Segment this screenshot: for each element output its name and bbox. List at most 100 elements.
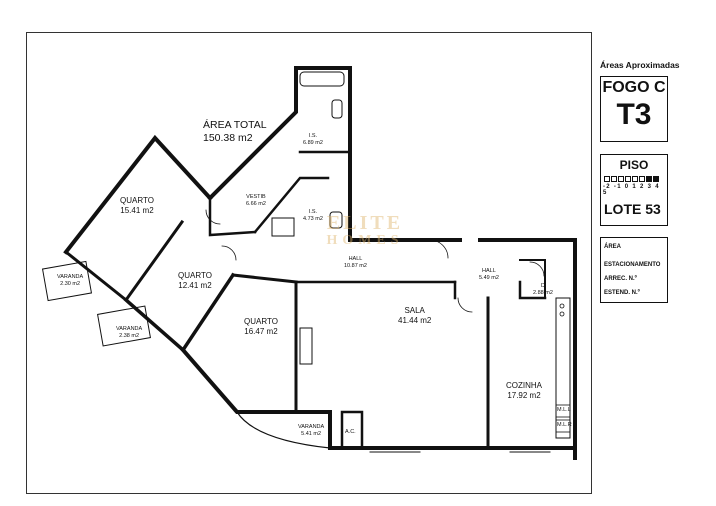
room-name: I.S. xyxy=(308,209,318,215)
room-name: VESTIB xyxy=(246,194,266,200)
total-area-block: ÁREA TOTAL 150.38 m2 xyxy=(203,119,267,145)
piso-level-square xyxy=(639,176,645,182)
estend-label: ESTEND. N.º xyxy=(604,290,640,296)
room-hall-2: HALL 5.49 m2 xyxy=(479,268,499,282)
bathtub xyxy=(299,71,345,87)
room-area: 2.30 m2 xyxy=(60,281,81,287)
estacionamento-label: ESTACIONAMENTO xyxy=(604,262,661,268)
varanda-curve xyxy=(236,411,331,449)
lote-label: LOTE 53 xyxy=(604,201,661,217)
watermark-line-1: ELITE xyxy=(326,212,404,234)
kitchen-hob-1 xyxy=(559,303,565,309)
room-area: 2.38 m2 xyxy=(119,333,140,339)
room-area: 15.41 m2 xyxy=(120,206,154,215)
room-name: VARANDA xyxy=(116,326,143,332)
room-area: 17.92 m2 xyxy=(507,391,541,400)
wall-ac xyxy=(340,410,364,450)
room-name: COZINHA xyxy=(506,381,542,390)
appliance-mlr xyxy=(555,419,571,433)
watermark-logo: ELITE HOMES xyxy=(300,212,430,248)
room-area: 6.66 m2 xyxy=(246,201,266,207)
ac-label: A.C. xyxy=(345,429,356,435)
tipologia-label: T3 xyxy=(616,98,652,131)
washbasin-2 xyxy=(329,211,343,229)
room-quarto-1: QUARTO 15.41 m2 xyxy=(120,196,154,216)
room-area: 2.88 m2 xyxy=(533,290,553,296)
wall-left-bottom xyxy=(180,347,292,414)
wall-vestib xyxy=(208,196,257,237)
door-vestib xyxy=(205,209,221,225)
room-name: SALA xyxy=(404,306,425,315)
watermark-line-2: HOMES xyxy=(326,233,404,248)
fogo-box: FOGO C T3 xyxy=(600,76,668,142)
window-sala xyxy=(369,447,421,453)
wall-hall2-bottom xyxy=(453,280,547,300)
room-name: QUARTO xyxy=(120,196,154,205)
wall-quarto-3-right xyxy=(231,273,298,284)
varanda-2-outline xyxy=(97,305,151,347)
washbasin-1 xyxy=(331,99,343,119)
door-d xyxy=(529,261,545,277)
room-area: 4.73 m2 xyxy=(303,216,323,222)
piso-level-square xyxy=(646,176,652,182)
window-cozinha xyxy=(509,447,551,453)
piso-level-square xyxy=(653,176,659,182)
panel-title: Áreas Aproximadas xyxy=(600,60,680,70)
room-name: QUARTO xyxy=(244,317,278,326)
piso-levels: -2 -1 0 1 2 3 4 5 xyxy=(603,184,660,196)
piso-level-square xyxy=(625,176,631,182)
room-sala: SALA 41.44 m2 xyxy=(398,306,431,326)
room-area: 16.47 m2 xyxy=(244,327,278,336)
piso-level-square xyxy=(618,176,624,182)
room-is-1: I.S. 6.89 m2 xyxy=(303,133,323,147)
fogo-label: FOGO C xyxy=(602,79,666,96)
shower xyxy=(271,217,295,237)
floor-plan-frame xyxy=(26,32,592,494)
total-area-value: 150.38 m2 xyxy=(203,132,253,144)
total-area-label: ÁREA TOTAL xyxy=(203,119,267,131)
room-cozinha: COZINHA 17.92 m2 xyxy=(506,381,542,401)
door-hall2 xyxy=(457,297,473,313)
wall-hall2-top xyxy=(478,238,577,460)
room-hall-1: HALL 10.87 m2 xyxy=(344,256,367,270)
mll-label: M.L.L xyxy=(557,407,571,413)
room-d: D 2.88 m2 xyxy=(533,283,553,297)
area-info-box: ÁREA ESTACIONAMENTO ARREC. N.º ESTEND. N… xyxy=(600,237,668,303)
piso-level-square xyxy=(611,176,617,182)
room-area: 10.87 m2 xyxy=(344,263,367,269)
room-area: 5.41 m2 xyxy=(301,431,322,437)
room-area: 41.44 m2 xyxy=(398,316,432,325)
appliance-mll xyxy=(555,404,571,418)
piso-level-selector xyxy=(604,176,659,182)
room-area: 6.89 m2 xyxy=(303,140,323,146)
room-name: VARANDA xyxy=(57,274,84,280)
area-heading: ÁREA xyxy=(604,244,622,250)
wall-quarto-1-inner xyxy=(63,219,185,303)
arrec-label: ARREC. N.º xyxy=(604,276,637,282)
room-varanda-3: VARANDA 5.41 m2 xyxy=(298,424,324,438)
room-area: 5.49 m2 xyxy=(479,275,499,281)
wall-top-diagonal xyxy=(207,66,352,240)
mlr-label: M.L.R xyxy=(557,422,572,428)
room-varanda-2: VARANDA 2.38 m2 xyxy=(116,326,142,340)
room-vestib: VESTIB 6.66 m2 xyxy=(246,194,266,208)
room-name: VARANDA xyxy=(298,424,325,430)
piso-level-square xyxy=(632,176,638,182)
room-quarto-3: QUARTO 16.47 m2 xyxy=(244,317,278,337)
kitchen-hob-2 xyxy=(559,311,565,317)
piso-box: PISO -2 -1 0 1 2 3 4 5 LOTE 53 xyxy=(600,154,668,226)
door-quarto-2 xyxy=(221,245,237,261)
room-area: 12.41 m2 xyxy=(178,281,212,290)
room-quarto-2: QUARTO 12.41 m2 xyxy=(178,271,212,291)
room-name: HALL xyxy=(348,256,363,262)
kitchen-counter xyxy=(555,297,571,439)
wall-quarto-1 xyxy=(63,134,213,255)
room-is-2: I.S. 4.73 m2 xyxy=(303,209,323,223)
wall-bottom xyxy=(288,410,577,450)
room-name: QUARTO xyxy=(178,271,212,280)
wall-top-inner xyxy=(253,176,330,234)
piso-label: PISO xyxy=(619,158,649,172)
room-name: I.S. xyxy=(308,133,318,139)
room-name: HALL xyxy=(482,268,496,274)
